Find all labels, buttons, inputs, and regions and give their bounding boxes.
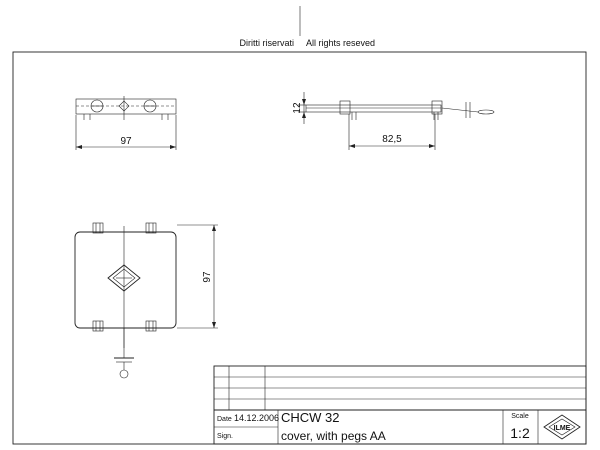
title-block-frame bbox=[213, 365, 587, 445]
part-code: CHCW 32 bbox=[281, 410, 340, 425]
title-block: Date 14.12.2006 Sign. CHCW 32 cover, wit… bbox=[213, 365, 587, 445]
side-view: 12 82,5 bbox=[292, 92, 495, 150]
top-view-width-label: 97 bbox=[120, 136, 132, 147]
rights-note-italian: Diritti riservati bbox=[239, 38, 294, 48]
scale-label: Scale bbox=[511, 413, 529, 420]
side-view-body bbox=[305, 104, 442, 113]
peg-top-left bbox=[92, 222, 104, 234]
front-view-height-label: 97 bbox=[202, 271, 213, 283]
peg-bottom-left bbox=[92, 320, 104, 332]
rights-note-english: All rights reseved bbox=[306, 38, 375, 48]
side-view-height-label: 12 bbox=[292, 102, 303, 114]
side-peg-left bbox=[339, 100, 351, 115]
top-view: 97 bbox=[75, 96, 177, 150]
peg-top-right bbox=[145, 222, 157, 234]
peg-bottom-right bbox=[145, 320, 157, 332]
sign-label: Sign. bbox=[217, 433, 233, 440]
cover-plate bbox=[74, 231, 177, 329]
ilme-logo-icon bbox=[543, 414, 581, 440]
scale-value: 1:2 bbox=[510, 425, 530, 441]
chain-ring bbox=[119, 369, 129, 379]
side-peg-right bbox=[431, 100, 443, 115]
date-label: Date bbox=[217, 416, 232, 423]
side-view-length-label: 82,5 bbox=[382, 134, 402, 145]
date-value: 14.12.2006 bbox=[234, 413, 279, 423]
front-view: 97 bbox=[74, 222, 218, 379]
logo-diamond-icon bbox=[107, 264, 141, 292]
top-view-body bbox=[75, 98, 177, 115]
part-description: cover, with pegs AA bbox=[281, 429, 386, 443]
logo-text: ILME bbox=[554, 425, 571, 432]
